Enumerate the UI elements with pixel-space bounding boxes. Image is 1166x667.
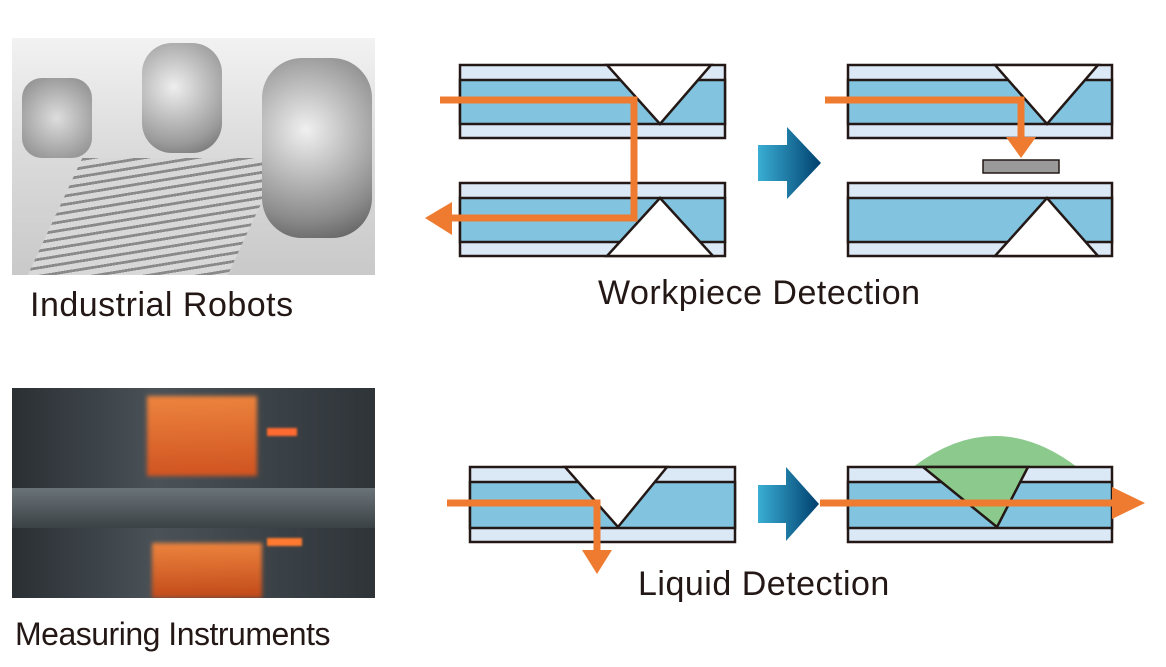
transition-arrow-icon bbox=[758, 467, 819, 541]
workpiece bbox=[982, 159, 1060, 174]
light-path-liquid-absent bbox=[447, 499, 601, 553]
arrowhead-down-icon bbox=[1006, 137, 1036, 158]
label-workpiece-detection: Workpiece Detection bbox=[598, 274, 921, 312]
label-measuring-instruments: Measuring Instruments bbox=[15, 616, 330, 652]
arrowhead-right-icon bbox=[1112, 487, 1145, 519]
arrowhead-left-icon bbox=[425, 202, 452, 235]
light-path-blocked bbox=[825, 96, 1025, 140]
measuring-instruments-photo bbox=[12, 388, 375, 598]
fiber-lower-blocked bbox=[846, 181, 1114, 258]
label-industrial-robots: Industrial Robots bbox=[30, 286, 294, 324]
industrial-robots-photo bbox=[12, 38, 375, 275]
arrowhead-down-icon bbox=[582, 550, 612, 574]
light-path-reflected bbox=[440, 96, 638, 222]
label-liquid-detection: Liquid Detection bbox=[638, 565, 890, 603]
liquid-droplet bbox=[913, 436, 1077, 467]
transition-arrow-icon bbox=[758, 127, 821, 199]
